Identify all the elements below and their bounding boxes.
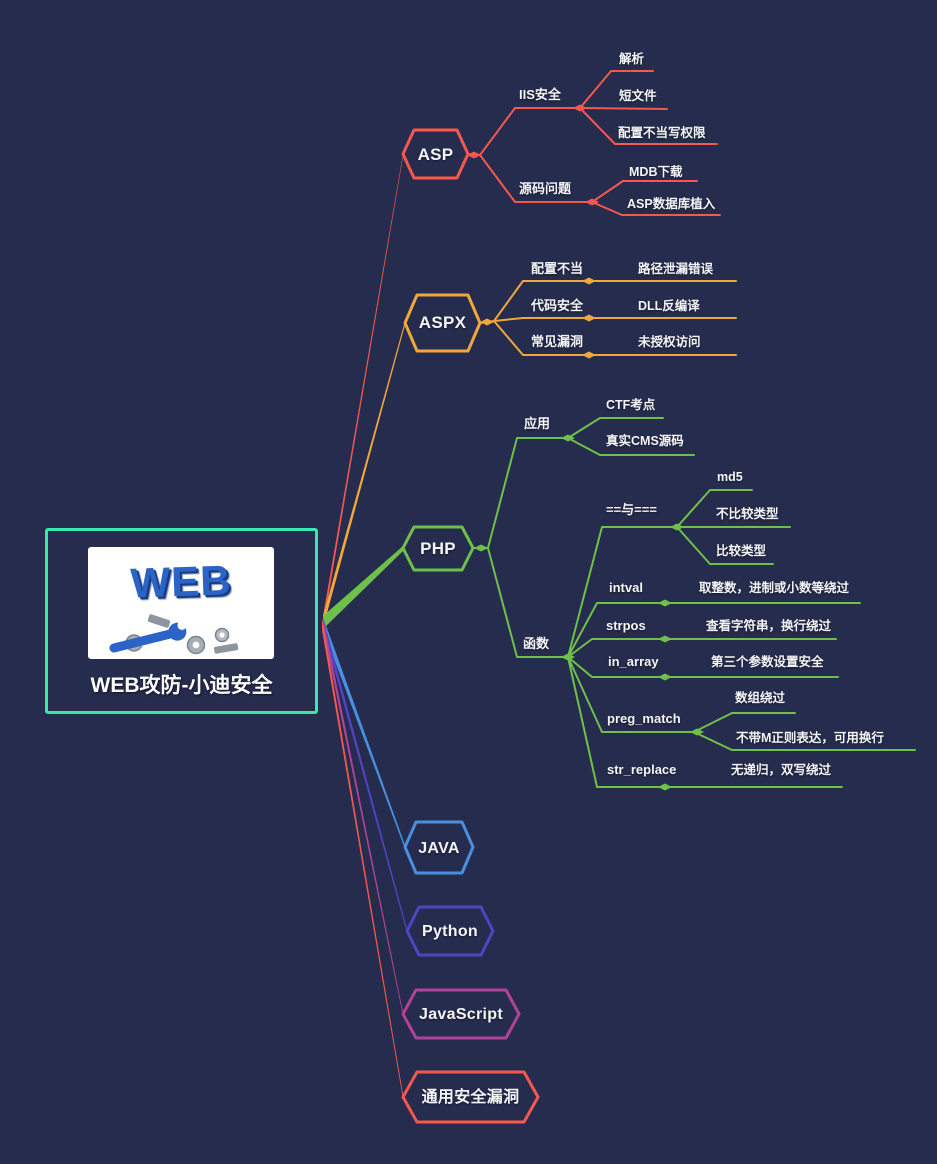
- topic-application[interactable]: 应用: [524, 416, 551, 431]
- topic-common-vulnerabilities[interactable]: 常见漏洞: [531, 334, 584, 349]
- root-title: WEB攻防-小迪安全: [90, 674, 273, 697]
- branch-general-vulns-hexagon[interactable]: [401, 1070, 540, 1124]
- branch-asp-label[interactable]: ASP: [417, 145, 454, 164]
- topic-array-bypass[interactable]: 数组绕过: [735, 691, 786, 705]
- topic-in-array-third-param[interactable]: 第三个参数设置安全: [711, 655, 824, 669]
- topic-mdb-download[interactable]: MDB下载: [629, 165, 683, 179]
- topic-type-comparison[interactable]: 比较类型: [716, 544, 767, 558]
- branch-aspx-hexagon[interactable]: [403, 293, 482, 353]
- topic-short-filename[interactable]: 短文件: [619, 89, 657, 103]
- topic-asp-database-injection[interactable]: ASP数据库植入: [627, 197, 716, 211]
- wrench-and-bolts-icon: [109, 614, 239, 655]
- topic-loose-vs-strict-comparison[interactable]: ==与===: [606, 502, 657, 517]
- topic-parse[interactable]: 解析: [619, 52, 645, 66]
- topic-no-m-modifier-newline-bypass[interactable]: 不带M正则表达，可用换行: [736, 731, 884, 745]
- root-node[interactable]: WEB WEB攻防-小迪安全: [45, 528, 318, 714]
- topic-str-replace-bypass[interactable]: 无递归，双写绕过: [731, 763, 832, 777]
- branch-java-hexagon[interactable]: [403, 820, 475, 875]
- branch-php-hexagon[interactable]: [401, 525, 475, 572]
- topic-code-security[interactable]: 代码安全: [531, 298, 584, 313]
- topic-preg-match[interactable]: preg_match: [607, 711, 681, 726]
- branch-aspx-label[interactable]: ASPX: [418, 313, 467, 332]
- web-logo-image: WEB: [88, 547, 274, 659]
- branch-python-hexagon[interactable]: [405, 905, 495, 957]
- topic-path-leak-error[interactable]: 路径泄漏错误: [638, 262, 714, 276]
- branch-line-general-vulns: [322, 617, 403, 1099]
- branch-line-python: [323, 617, 407, 933]
- topic-intval-bypass[interactable]: 取整数，进制或小数等绕过: [699, 581, 850, 595]
- topic-no-type-comparison[interactable]: 不比较类型: [716, 507, 779, 521]
- topic-functions[interactable]: 函数: [523, 636, 550, 651]
- topic-strpos-bypass[interactable]: 查看字符串，换行绕过: [706, 619, 832, 633]
- php-subtree-lines: [472, 417, 916, 788]
- branch-php-label[interactable]: PHP: [420, 539, 456, 558]
- topic-source-code-issues[interactable]: 源码问题: [519, 181, 572, 196]
- branch-line-java: [323, 617, 405, 849]
- topic-real-cms-source[interactable]: 真实CMS源码: [606, 434, 684, 448]
- branch-asp-hexagon[interactable]: [401, 128, 470, 180]
- asp-subtree-joints: [467, 104, 599, 206]
- topic-iis-security[interactable]: IIS安全: [519, 87, 561, 102]
- topic-unauthorized-access[interactable]: 未授权访问: [638, 335, 701, 349]
- topic-intval[interactable]: intval: [609, 580, 643, 595]
- aspx-subtree-joints: [480, 277, 596, 359]
- branch-general-vulns-label[interactable]: 通用安全漏洞: [421, 1089, 520, 1106]
- branch-javascript-hexagon[interactable]: [401, 988, 521, 1040]
- branch-line-asp: [323, 154, 403, 628]
- topic-str-replace[interactable]: str_replace: [607, 762, 677, 777]
- main-branch-lines: [322, 154, 407, 1099]
- php-subtree-joints: [474, 434, 704, 791]
- branch-line-javascript: [323, 617, 403, 1016]
- branch-python-label[interactable]: Python: [421, 923, 479, 940]
- branch-java-label[interactable]: JAVA: [418, 840, 460, 857]
- topic-md5[interactable]: md5: [717, 470, 743, 484]
- topic-misconfiguration[interactable]: 配置不当: [531, 261, 584, 276]
- topic-strpos[interactable]: strpos: [606, 618, 646, 633]
- branch-javascript-label[interactable]: JavaScript: [419, 1006, 503, 1023]
- topic-ctf-points[interactable]: CTF考点: [606, 398, 656, 412]
- topic-dll-decompile[interactable]: DLL反编译: [638, 299, 700, 313]
- asp-subtree-lines: [467, 70, 721, 216]
- topic-in-array[interactable]: in_array: [608, 654, 659, 669]
- branch-line-aspx: [323, 321, 405, 628]
- topic-misconfig-write-permission[interactable]: 配置不当写权限: [618, 126, 706, 140]
- web-logo-text: WEB: [129, 556, 233, 607]
- branch-line-php: [323, 546, 403, 629]
